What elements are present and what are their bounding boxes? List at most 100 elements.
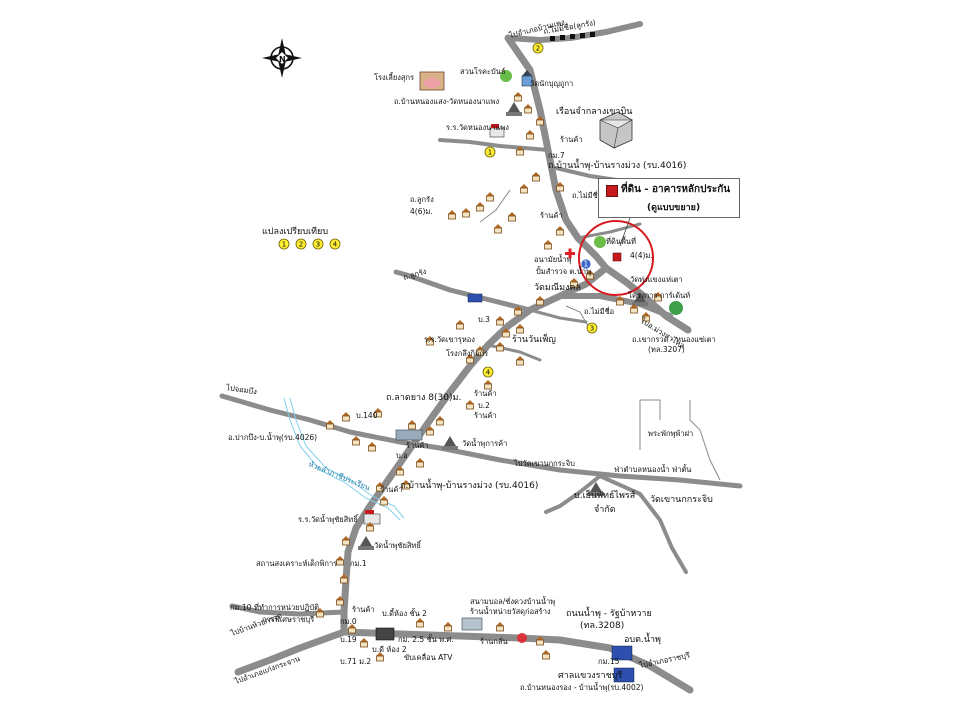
temple-icon-5 xyxy=(442,436,458,450)
north-arrow-icon: N xyxy=(262,38,302,78)
label-subject-b: อนามัยน้ำพุ xyxy=(534,254,572,264)
house-icon xyxy=(336,556,344,566)
road-mid-se2 xyxy=(544,474,602,514)
label-nomprai: ถ.ไม่มีชื่อ xyxy=(584,306,614,316)
road-mid-se xyxy=(598,474,688,574)
thin-path-1 xyxy=(639,399,721,481)
label-factory: เรือนจำกลางเขาบิน xyxy=(556,106,632,117)
label-wat-top: วัดนักบุญถูกา xyxy=(530,79,573,88)
label-km140: บ.140 xyxy=(356,411,378,420)
house-icon xyxy=(444,622,452,632)
house-icon xyxy=(642,312,650,322)
road-soi xyxy=(576,222,642,240)
svg-text:1: 1 xyxy=(488,149,492,157)
svg-text:3: 3 xyxy=(590,325,594,333)
label-lukrang: ถ.ลูกรัง xyxy=(410,195,434,204)
label-shop3: ร้านค้า xyxy=(474,389,497,398)
house-icon xyxy=(408,420,416,430)
house-icon xyxy=(342,536,350,546)
label-road-3207b: (ทล.3207) xyxy=(648,345,685,354)
svg-text:2: 2 xyxy=(536,45,540,53)
label-house-2: บ.ดี้ห้อง ชั้น 2 xyxy=(382,608,427,618)
label-school-train: สนามบอล/ชั่งดวงบ้านน้ำพุ xyxy=(470,596,555,606)
house-icon xyxy=(448,210,456,220)
label-road-3207: ถ.เขากรวด - หนองแซ่เตา xyxy=(632,335,716,344)
house-icon xyxy=(516,324,524,334)
building-gray-3 xyxy=(461,617,483,631)
label-subject-d: 4(4)ม. xyxy=(630,251,653,260)
house-icon xyxy=(368,442,376,452)
label-village-71b: บ.71 ม.2 xyxy=(340,657,371,666)
tree-icon-2 xyxy=(669,301,683,315)
label-road-pakbueng: อ.ปากบึง-บ.น้ำพุ(รบ.4026) xyxy=(228,432,317,442)
label-temple-kaew: วัดน้ำพุการค้า xyxy=(462,438,507,448)
house-icon xyxy=(514,306,522,316)
label-shop1: ร้านค้า xyxy=(560,135,583,144)
house-icon xyxy=(520,184,528,194)
house-icon xyxy=(476,202,484,212)
label-school-train2: ร้านน้ำหน่ายวัสดุก่อสร้าง xyxy=(470,606,551,616)
label-garden: โครงการ การ์เด้นท์ xyxy=(628,291,690,300)
label-village-b: บ.2 xyxy=(478,401,490,410)
north-label: N xyxy=(279,55,286,64)
label-road-bot-right: ไปอำเภอราชบุรี xyxy=(638,650,691,670)
main-road xyxy=(234,34,610,676)
school-bottom-icon xyxy=(363,510,381,525)
label-gm10: กม.10 xyxy=(230,603,252,612)
label-atv: กม. 2.5 ชั้น พ.ศ. xyxy=(398,634,454,644)
house-icon xyxy=(570,278,578,288)
house-icon xyxy=(466,354,474,364)
label-gov-office2: การพิเศษราชบุรี xyxy=(262,615,314,624)
house-icon xyxy=(376,482,384,492)
school-top-icon xyxy=(489,124,505,138)
building-blue-1 xyxy=(467,293,483,303)
house-icon xyxy=(516,146,524,156)
house-icon xyxy=(630,304,638,314)
comparison-title: แปลงเปรียบเทียบ xyxy=(262,226,328,237)
building-gray-2 xyxy=(375,627,395,641)
label-wat-mongkol: วัดมณีมงคล xyxy=(534,282,581,293)
house-icon xyxy=(416,618,424,628)
label-shop6: ร้านค้า xyxy=(352,605,375,614)
label-road-3208b: (ทล.3208) xyxy=(580,621,624,631)
house-icon xyxy=(380,496,388,506)
house-icons xyxy=(316,92,662,662)
house-icon xyxy=(494,224,502,234)
house-icon xyxy=(586,270,594,280)
label-canal: ห้วยลำภาชีประเรียน xyxy=(307,460,371,493)
subject-marker xyxy=(612,252,622,262)
label-road-latyao: ถ.ลาดยาง 8(30)ม. xyxy=(386,393,461,403)
house-icon xyxy=(374,408,382,418)
label-village-71: บ.ดี ห้อง 2 xyxy=(372,645,407,654)
round-sign-icon xyxy=(517,633,527,643)
label-gm0: กม.0 xyxy=(340,617,357,626)
label-shop-num: บ.อ xyxy=(396,451,408,460)
house-icon xyxy=(514,92,522,102)
house-icon xyxy=(532,172,540,182)
house-icon xyxy=(484,380,492,390)
house-icon xyxy=(616,296,624,306)
house-icon xyxy=(556,182,564,192)
house-icon xyxy=(508,212,516,222)
label-road-bot-left1: ไปบ้านห้วยกรวด xyxy=(229,611,284,638)
svg-text:1: 1 xyxy=(282,241,286,249)
house-icon xyxy=(342,412,350,422)
house-icon xyxy=(326,420,334,430)
label-wat-shop: ร้านค้า xyxy=(406,441,429,450)
label-pig-farm: โรงเลี้ยงสุกร xyxy=(374,72,414,82)
subject-number-circle xyxy=(580,258,592,270)
temple-icon-3 xyxy=(358,536,374,550)
prison-building-icon xyxy=(599,111,634,149)
comparison-legend: 1 2 3 4 xyxy=(278,238,341,250)
house-icon xyxy=(496,342,504,352)
label-road-3208: ถนนน้ำพุ - รัฐบ้าหวาย xyxy=(566,606,652,619)
legend-title: ที่ดิน - อาคารหลักประกัน xyxy=(621,184,731,195)
house-icon xyxy=(544,240,552,250)
house-icon xyxy=(376,652,384,662)
legend-subtitle: (ดูแบบขยาย) xyxy=(647,203,701,213)
house-icon xyxy=(556,226,564,236)
label-wat-thong: วัดทุ่งแขงแห่เตา xyxy=(630,275,683,284)
house-icon xyxy=(456,320,464,330)
house-icon xyxy=(426,426,434,436)
label-no-name-road: ถ.ไม่มีชื่อ xyxy=(572,190,602,200)
